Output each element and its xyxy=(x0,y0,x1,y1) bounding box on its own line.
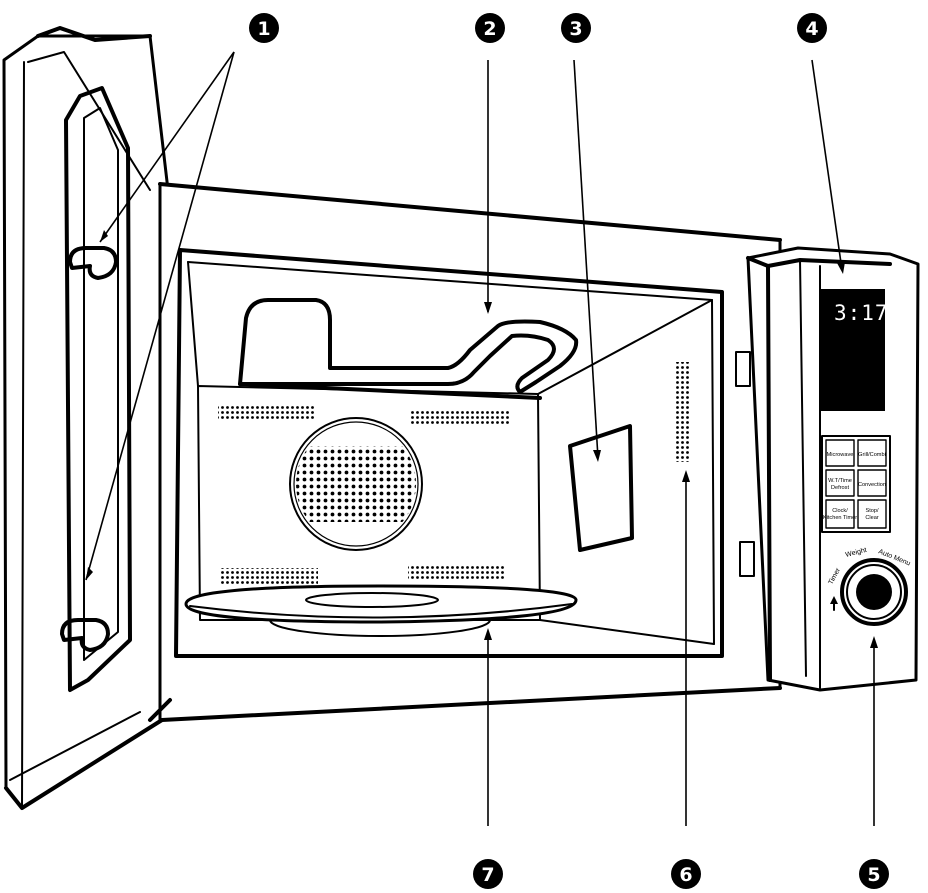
defrost-button-label-line-2: Defrost xyxy=(831,485,849,491)
microwave-button[interactable]: Microwave xyxy=(825,439,855,467)
callout-6: 6 xyxy=(671,859,701,889)
side-vent xyxy=(676,362,690,462)
door-latch-upper xyxy=(68,246,118,280)
latch-slot-lower xyxy=(739,541,755,577)
stop-button-label-line-1: Stop/ xyxy=(865,508,879,514)
microwave-button-label: Microwave xyxy=(827,452,854,458)
door[interactable] xyxy=(2,26,170,810)
stop-button-label-line-2: Clear xyxy=(865,515,879,521)
grill-combi-button[interactable]: Grill/Combi xyxy=(857,439,887,467)
callout-2: 2 xyxy=(475,13,505,43)
clock-kitchen-timer-button[interactable]: Clock/ Kitchen Timer xyxy=(823,499,857,529)
latch-slot-upper xyxy=(735,351,751,387)
callout-7-number: 7 xyxy=(481,864,494,886)
callout-3-number: 3 xyxy=(569,18,582,40)
clock-button-label-line-1: Clock/ xyxy=(832,508,848,514)
callout-3: 3 xyxy=(561,13,591,43)
callout-4-number: 4 xyxy=(805,18,818,40)
leader-lines xyxy=(85,51,878,826)
back-vent-upper-left xyxy=(218,404,314,420)
waveguide-cover xyxy=(568,424,634,552)
convection-fan-grille xyxy=(289,417,423,551)
defrost-button-label-line-1: W.T/Time xyxy=(828,478,852,484)
weight-time-defrost-button[interactable]: W.T/Time Defrost xyxy=(825,469,855,497)
stop-clear-button[interactable]: Stop/ Clear xyxy=(857,499,887,529)
callout-6-number: 6 xyxy=(679,864,692,886)
clock-button-label-line-2: Kitchen Timer xyxy=(823,515,857,521)
oven-cavity xyxy=(174,248,724,658)
digital-display: 3:17 xyxy=(821,289,889,411)
turntable xyxy=(184,584,578,637)
convection-button-label: Convection xyxy=(858,482,886,488)
door-window xyxy=(64,86,132,692)
callout-4: 4 xyxy=(797,13,827,43)
callout-7: 7 xyxy=(473,859,503,889)
control-dial[interactable] xyxy=(840,558,908,626)
grill-heater xyxy=(238,298,579,394)
callout-5: 5 xyxy=(859,859,889,889)
callout-5-number: 5 xyxy=(867,864,880,886)
grill-combi-button-label: Grill/Combi xyxy=(858,452,886,458)
back-vent-lower-left xyxy=(220,568,318,584)
callout-1: 1 xyxy=(249,13,279,43)
control-panel: 3:17 Microwave Grill/Combi W.T/Time Defr… xyxy=(746,246,920,692)
back-vent-upper-right xyxy=(410,410,510,426)
door-latch-lower xyxy=(60,618,110,652)
convection-button[interactable]: Convection xyxy=(857,469,887,497)
callout-2-number: 2 xyxy=(483,18,496,40)
callout-1-number: 1 xyxy=(257,18,270,40)
display-time: 3:17 xyxy=(834,301,889,325)
back-vent-lower-right xyxy=(408,564,506,580)
